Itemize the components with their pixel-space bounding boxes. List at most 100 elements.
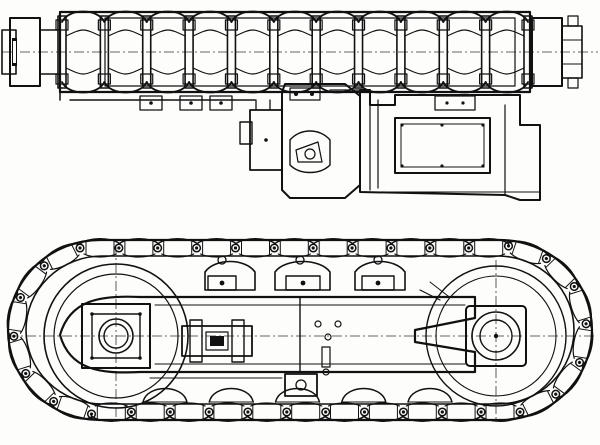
- carrier-bolt: [373, 255, 383, 265]
- track-link: [246, 402, 292, 422]
- track-pin: [192, 243, 202, 253]
- plan-shoe-bottom: [230, 81, 275, 94]
- track-pin: [204, 407, 214, 417]
- track-link: [284, 402, 331, 422]
- track-pin: [574, 357, 585, 368]
- track-link: [425, 238, 471, 258]
- track-link: [51, 395, 97, 420]
- track-pin: [308, 243, 318, 253]
- track-pin: [398, 407, 408, 417]
- track-link: [401, 402, 447, 422]
- track-pin: [464, 243, 474, 253]
- plan-drive-housing: [239, 83, 361, 199]
- track-link: [520, 389, 561, 417]
- plan-shoe-bottom: [442, 81, 487, 94]
- plan-track-shoes-bottom: [61, 81, 529, 94]
- plan-shoe-bottom: [357, 81, 402, 94]
- track-pin: [49, 396, 59, 406]
- track-link: [323, 402, 370, 422]
- plan-link-curve: [150, 29, 186, 75]
- track-link: [192, 238, 238, 258]
- road-wheel: [341, 387, 387, 403]
- track-pin: [243, 407, 253, 417]
- road-wheel: [142, 387, 188, 403]
- track-link: [6, 295, 28, 341]
- plan-view: [1, 10, 598, 201]
- side-view: [6, 238, 594, 422]
- track-link: [75, 238, 121, 258]
- track-link: [572, 319, 594, 365]
- track-links: [6, 238, 594, 422]
- plan-cross-bar: [267, 15, 281, 89]
- plan-frame-inner: [104, 17, 516, 87]
- plan-shoe-top: [188, 10, 233, 23]
- plan-right-end-flange: [531, 15, 583, 89]
- plan-shoe-top: [230, 10, 275, 23]
- track-pin: [165, 407, 175, 417]
- track-pin: [551, 389, 561, 399]
- plan-cross-bar: [351, 15, 366, 89]
- track-link: [153, 238, 199, 258]
- plan-shoe-top: [272, 10, 318, 23]
- carrier-bolt: [295, 255, 305, 265]
- track-link: [347, 238, 393, 258]
- plan-cross-bar: [394, 15, 408, 89]
- track-link: [39, 243, 80, 271]
- plan-shoe-bottom: [61, 81, 106, 94]
- track-pin: [541, 254, 551, 264]
- plan-shoe-bottom: [484, 81, 529, 94]
- plan-link-curve: [404, 29, 440, 75]
- track-link: [440, 402, 486, 422]
- plan-link-curve: [319, 29, 356, 75]
- track-frame-beam: [58, 295, 477, 376]
- track-link: [230, 238, 277, 258]
- plan-cross-bar: [182, 15, 196, 89]
- plan-cross-bar: [140, 15, 154, 89]
- track-link: [8, 335, 32, 379]
- track-pin: [269, 243, 279, 253]
- plan-cross-bar: [224, 15, 239, 89]
- track-link: [503, 240, 549, 265]
- plan-shoe-bottom: [145, 81, 190, 94]
- plan-shoe-bottom: [400, 81, 445, 94]
- plan-track-shoes-top: [61, 10, 529, 75]
- plan-shoe-top: [357, 10, 402, 23]
- plan-shoe-bottom: [188, 81, 233, 94]
- track-pin: [114, 243, 124, 253]
- plan-link-curve: [107, 29, 144, 75]
- track-link: [207, 402, 253, 422]
- plan-mounting-strip: [59, 91, 476, 111]
- track-pin: [282, 407, 292, 417]
- track-link: [552, 357, 585, 398]
- track-pin: [476, 407, 486, 417]
- track-link: [114, 238, 160, 258]
- track-pin: [347, 243, 357, 253]
- track-link: [22, 370, 59, 406]
- plan-shoe-top: [145, 10, 190, 23]
- road-wheels: [142, 255, 453, 403]
- carrier-roller-brackets: [204, 260, 449, 301]
- carrier-bolt: [217, 255, 227, 265]
- plan-left-end-flange: [1, 17, 61, 87]
- track-link: [15, 262, 48, 303]
- track-pin: [359, 407, 370, 417]
- track-link: [541, 254, 578, 290]
- road-wheel: [274, 387, 321, 403]
- track-link: [464, 238, 510, 258]
- plan-link-curve: [489, 29, 525, 75]
- track-pin: [581, 319, 591, 329]
- plan-shoe-top: [442, 10, 487, 23]
- plan-link-curve: [277, 29, 313, 75]
- plan-shoe-top: [400, 10, 445, 23]
- track-pin: [321, 407, 331, 417]
- track-link: [568, 281, 592, 325]
- track-inner-contour: [25, 255, 575, 405]
- track-pin: [230, 243, 241, 253]
- track-pin: [126, 407, 136, 417]
- plan-shoe-bottom: [315, 81, 360, 94]
- track-link: [308, 238, 354, 258]
- track-pin: [569, 281, 579, 292]
- plan-link-curve: [446, 29, 483, 75]
- plan-shoe-top: [315, 10, 360, 23]
- track-pin: [515, 407, 525, 417]
